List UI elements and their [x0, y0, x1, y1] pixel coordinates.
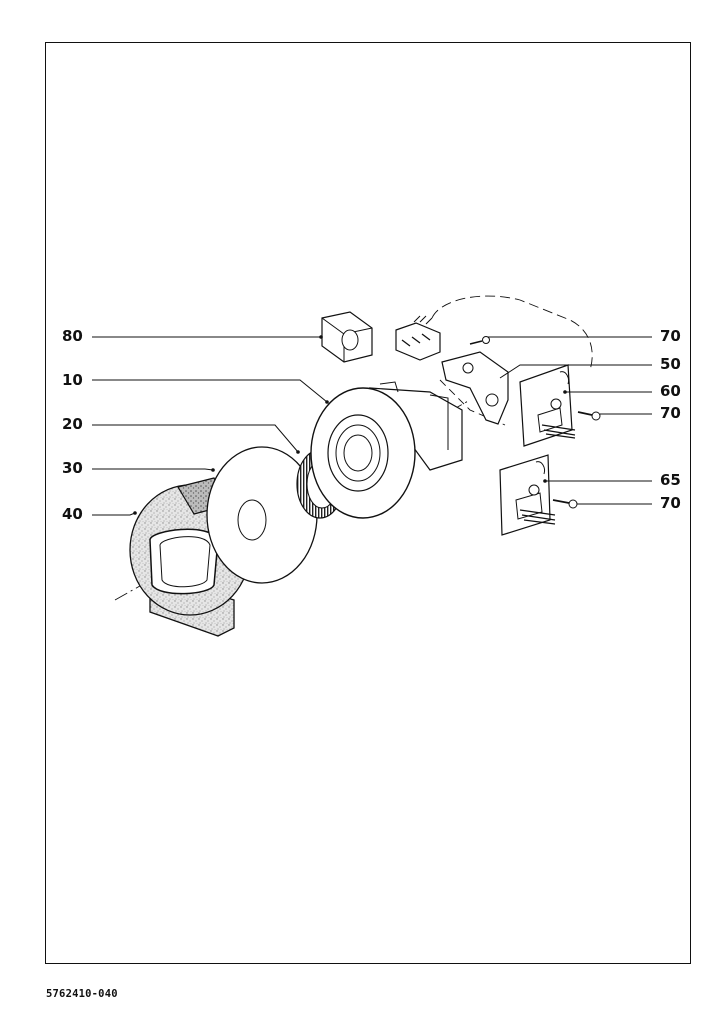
leader-10 [92, 379, 328, 403]
callout-50: 50 [660, 355, 681, 373]
leader-50 [499, 364, 652, 379]
part-30-gasket [206, 446, 318, 584]
part-70-screw-a [469, 336, 490, 345]
part-70-screw-c [552, 499, 578, 509]
part-10-housing [310, 381, 463, 519]
leader-20 [92, 424, 299, 453]
callout-80: 80 [62, 327, 83, 345]
wire-dashed-path [431, 295, 593, 371]
callout-20: 20 [62, 415, 83, 433]
callout-30: 30 [62, 459, 83, 477]
part-50-bracket [441, 351, 509, 425]
callout-70-bottom: 70 [660, 494, 681, 512]
terminal-connector [395, 315, 441, 361]
callout-65: 65 [660, 471, 681, 489]
part-60-circuit-board [519, 364, 576, 447]
part-80-clamp [321, 311, 373, 363]
callout-40: 40 [62, 505, 83, 523]
leader-dots [133, 335, 567, 515]
leader-30 [92, 468, 214, 471]
leader-40 [92, 512, 136, 516]
part-70-screw-b [577, 411, 601, 421]
callout-60: 60 [660, 382, 681, 400]
callout-leaders [92, 336, 652, 516]
callout-10: 10 [62, 371, 83, 389]
callout-70-top: 70 [660, 327, 681, 345]
document-number: 5762410-040 [46, 988, 118, 1000]
part-65-circuit-board [499, 454, 556, 536]
callout-70-middle: 70 [660, 404, 681, 422]
drawing-frame [45, 42, 691, 964]
